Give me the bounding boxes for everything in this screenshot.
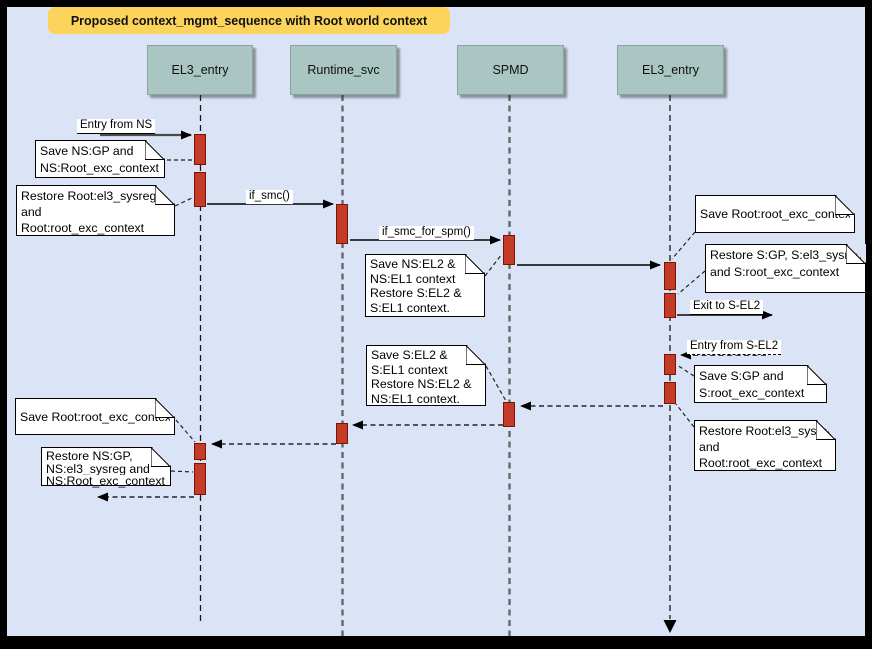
activation-bar (664, 382, 676, 404)
activation-bar (194, 134, 206, 165)
note-restore-root-el3-sysreg-right: Restore Root:el3_sysreg and Root:root_ex… (694, 420, 836, 471)
note-connectors (153, 159, 706, 473)
note-text-line: Save NS:EL2 & (370, 257, 456, 271)
note-text-line: NS:Root_exc_context (46, 475, 165, 488)
note-text-line: NS:Root_exc_context (40, 161, 159, 175)
activation-bar (503, 235, 515, 265)
note-restore-s-gp: Restore S:GP, S:el3_sysreg and S:root_ex… (705, 244, 866, 293)
note-fold-icon (835, 195, 855, 215)
note-fold-icon (155, 185, 175, 205)
lifeline-header-spmd: SPMD (457, 45, 564, 95)
lifeline-header-runtime-svc: Runtime_svc (290, 45, 397, 95)
note-save-root-exc-context-right: Save Root:root_exc_context (695, 195, 855, 233)
note-fold-icon (465, 254, 485, 274)
note-text-line: Root:root_exc_context (699, 456, 823, 470)
activation-bar (194, 463, 206, 495)
note-text-line: Restore S:EL2 & (370, 286, 462, 301)
note-save-root-exc-context-left: Save Root:root_exc_context (15, 398, 175, 435)
activation-bar (664, 293, 676, 318)
note-restore-root-el3-sysreg-top: Restore Root:el3_sysreg and Root:root_ex… (16, 185, 175, 236)
note-text-line: NS:EL1 context (370, 271, 456, 286)
note-save-ns-gp: Save NS:GP and NS:Root_exc_context (35, 140, 165, 178)
note-restore-ns-gp: Restore NS:GP, NS:el3_sysreg and NS:Root… (41, 447, 171, 488)
note-text-line: Restore Root:el3_sysreg (699, 424, 831, 438)
activation-bar (194, 172, 206, 207)
activation-bar (664, 354, 676, 375)
note-fold-icon (145, 140, 165, 160)
note-fold-icon (807, 365, 827, 385)
lifeline-header-el3-entry-left: EL3_entry (147, 45, 253, 95)
note-text-line: and (699, 440, 720, 454)
message-label-entry-from-s-el2: Entry from S-EL2 (687, 340, 782, 355)
note-text-line: Save Root:root_exc_context (20, 409, 170, 424)
note-fold-icon (466, 345, 486, 365)
activation-bar (194, 443, 206, 460)
message-label-exit-to-s-el2: Exit to S-EL2 (690, 300, 764, 315)
note-text-line: Save NS:GP and (40, 144, 134, 158)
lifeline-end-arrow-icon (663, 620, 677, 633)
note-text-line: S:EL1 context (371, 362, 448, 377)
note-fold-icon (816, 420, 836, 440)
note-text-line: Root:root_exc_context (21, 221, 145, 235)
note-text-line: Restore NS:GP, (46, 450, 133, 463)
note-save-s-el2-restore-ns-el2: Save S:EL2 & S:EL1 context Restore NS:EL… (366, 345, 486, 406)
note-text-line: and (21, 205, 42, 219)
activation-bar (336, 423, 348, 444)
note-text-line: Save S:GP and (699, 369, 784, 383)
activation-bar (664, 262, 676, 290)
note-fold-icon (151, 447, 171, 467)
note-text-line: Restore Root:el3_sysreg (21, 189, 157, 203)
note-text-line: Restore S:GP, S:el3_sysreg (710, 248, 861, 262)
note-save-s-gp: Save S:GP and S:root_exc_context (694, 365, 827, 403)
note-save-ns-el2-restore-s-el2: Save NS:EL2 & NS:EL1 context Restore S:E… (365, 254, 485, 317)
message-label-if-smc-for-spm: if_smc_for_spm() (379, 226, 474, 240)
lifeline-header-label: SPMD (492, 63, 529, 77)
lifeline-header-label: Runtime_svc (307, 63, 380, 77)
note-text-line: Restore NS:EL2 & (371, 377, 472, 392)
note-text-line: NS:el3_sysreg and (46, 462, 150, 476)
message-label-entry-from-ns: Entry from NS (77, 119, 156, 134)
note-text-line: NS:EL1 context. (371, 392, 460, 407)
note-fold-icon (846, 244, 866, 264)
note-text-line: Save S:EL2 & (371, 348, 448, 362)
note-text-line: and S:root_exc_context (710, 265, 840, 279)
note-text-line: S:EL1 context. (370, 301, 450, 316)
note-text-line: Save Root:root_exc_context (700, 207, 850, 221)
message-label-if-smc: if_smc() (246, 190, 293, 204)
lifeline-header-el3-entry-right: EL3_entry (617, 45, 724, 95)
note-fold-icon (155, 398, 175, 418)
lifeline-header-label: EL3_entry (642, 63, 699, 77)
activation-bar (503, 402, 515, 427)
activation-bar (336, 204, 348, 244)
note-text-line: S:root_exc_context (699, 386, 805, 400)
sequence-diagram-canvas (7, 7, 865, 636)
diagram-title: Proposed context_mgmt_sequence with Root… (48, 7, 450, 34)
lifeline-header-label: EL3_entry (171, 63, 229, 77)
